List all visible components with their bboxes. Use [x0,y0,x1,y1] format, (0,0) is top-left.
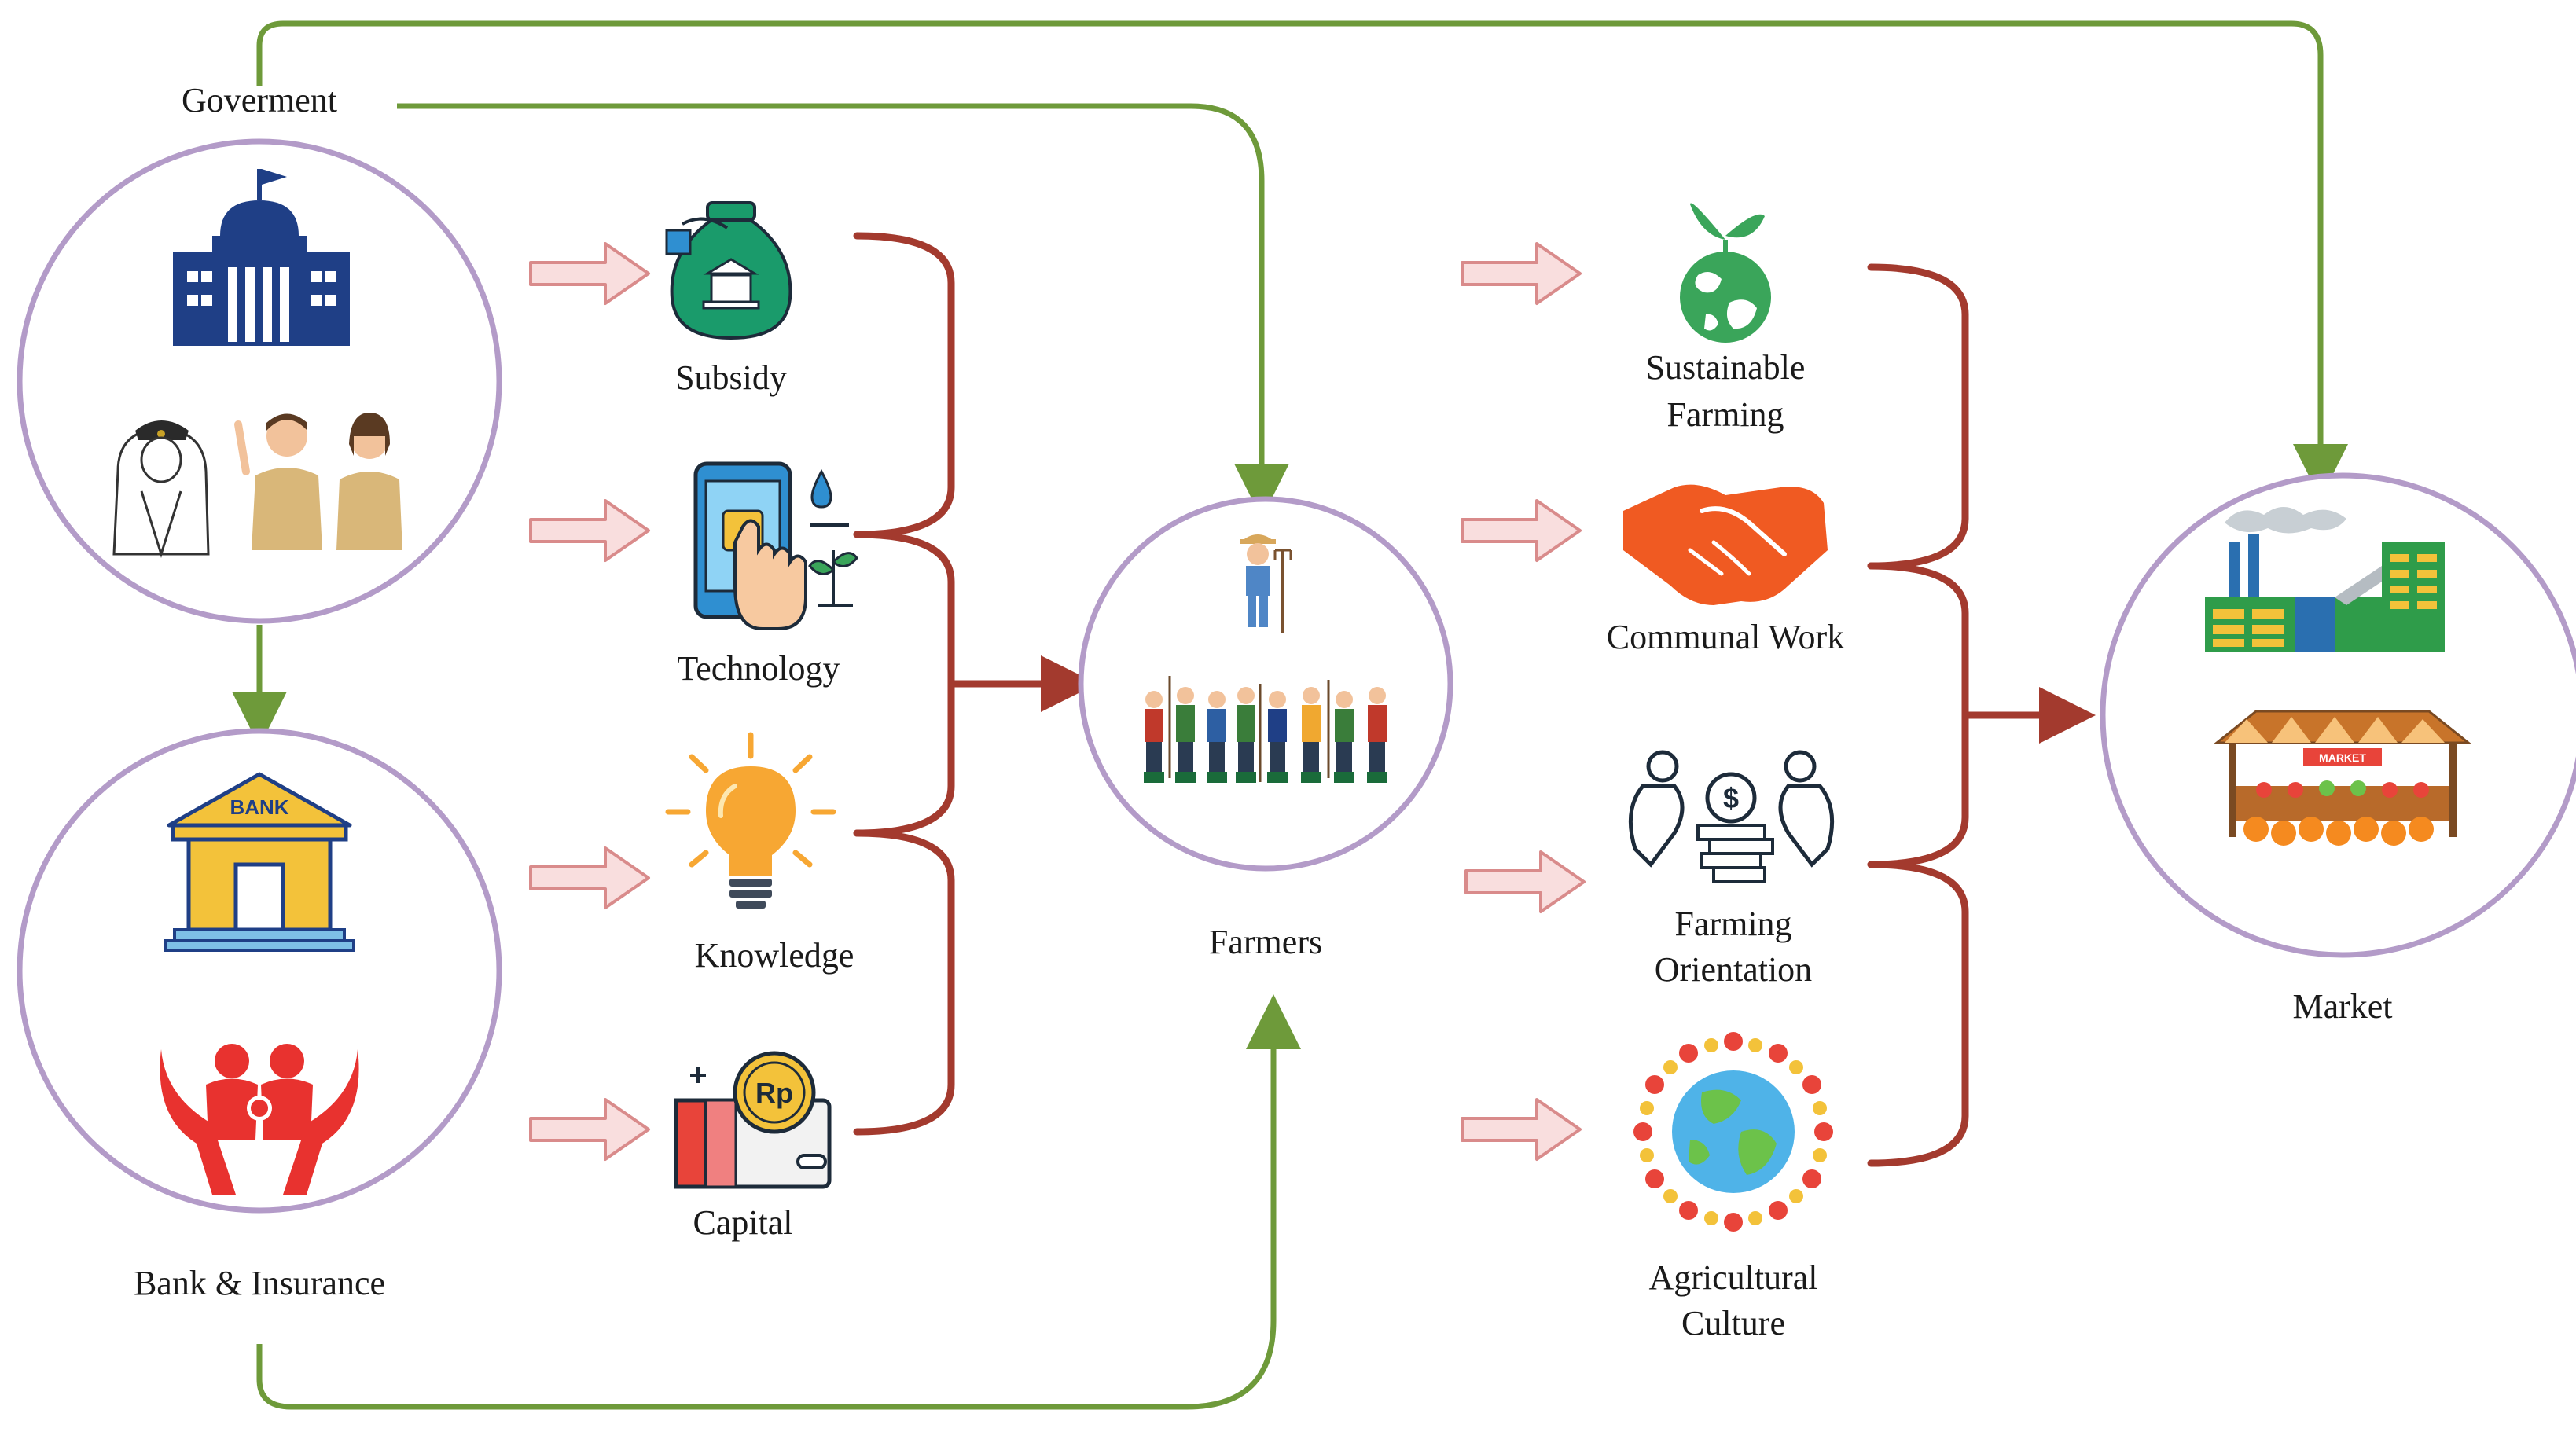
brace-left-inputs [853,232,1097,1136]
brace-right-outcomes [1867,263,2096,1167]
government-label: Goverment [182,81,337,119]
farmers-circle [1078,496,1453,872]
farmer-icon [1240,534,1292,633]
knowledge-label: Knowledge [695,936,854,975]
bank-insurance-circle [17,728,502,1214]
market-label: Market [2292,987,2392,1026]
bank-sign-text: BANK [230,795,288,819]
orientation-coin-text: $ [1723,782,1739,814]
farmers-label: Farmers [1209,923,1322,961]
farming-orientation-people-coin-icon: $ [1628,750,1835,883]
flow-bank-to-farmers [256,994,1301,1410]
arrow-to-subsidy [529,242,650,305]
technology-smartphone-icon [693,461,858,630]
arrow-to-agricultural-culture [1461,1098,1582,1161]
communal-work-handshake-icon [1623,484,1828,605]
farming-orientation-label-line1: Farming [1674,905,1791,943]
market-banner-text: MARKET [2319,751,2366,764]
market-stall-icon: MARKET [2213,710,2472,846]
arrow-to-knowledge [529,846,650,909]
communal-work-label: Communal Work [1607,618,1844,656]
capital-label: Capital [693,1203,792,1242]
capital-coin-text: Rp [755,1077,793,1109]
sustainable-farming-label-line1: Sustainable [1646,348,1806,387]
flow-government-to-market [256,20,2348,499]
subsidy-label: Subsidy [675,358,787,397]
subsidy-money-bag-icon [665,201,792,340]
arrow-to-farming-orientation [1464,850,1586,913]
agricultural-culture-label-line1: Agricultural [1648,1258,1817,1297]
farmers-group-icon [1144,676,1387,783]
sustainable-globe-sprout-icon [1680,203,1771,343]
arrow-to-sustainable-farming [1461,242,1582,305]
civil-servants-icon [234,413,402,550]
bank-building-icon: BANK [164,772,355,952]
agricultural-culture-globe-people-icon [1633,1032,1833,1232]
government-building-icon [173,169,350,346]
technology-label: Technology [677,649,840,688]
arrow-to-technology [529,499,650,562]
knowledge-lightbulb-icon [665,732,836,909]
official-figure-icon [112,420,210,559]
factory-icon [2205,507,2445,652]
arrow-to-capital [529,1098,650,1161]
farming-orientation-label-line2: Orientation [1655,950,1812,989]
family-insurance-icon [160,1044,359,1195]
arrow-to-communal-work [1461,499,1582,562]
agricultural-culture-label-line2: Culture [1681,1304,1785,1342]
flow-government-to-farmers [397,103,1289,519]
bank-insurance-label: Bank & Insurance [134,1264,385,1302]
capital-wallet-coin-icon: Rp [674,1051,832,1189]
sustainable-farming-label-line2: Farming [1666,395,1784,434]
